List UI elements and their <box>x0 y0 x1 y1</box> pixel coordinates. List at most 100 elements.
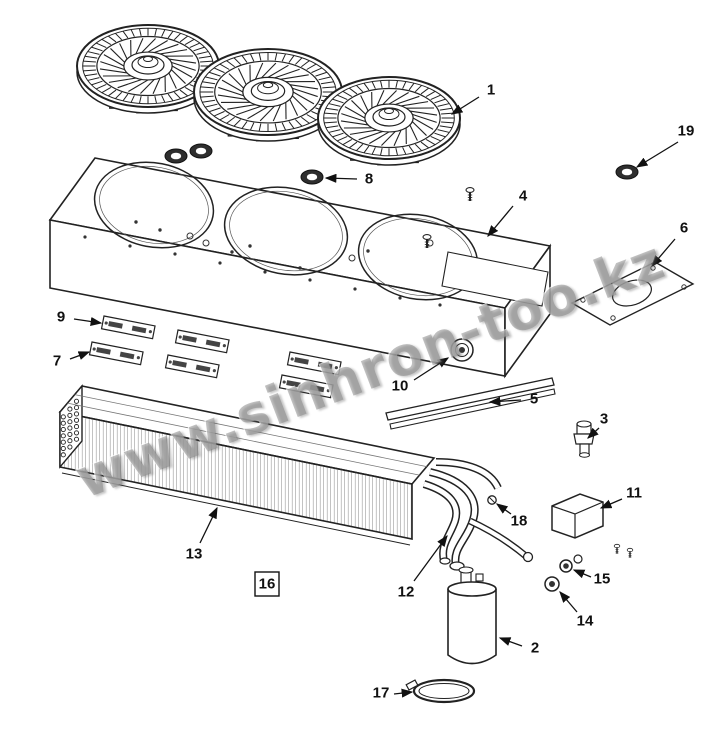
housing-rivets <box>83 220 442 307</box>
fan-blade <box>168 58 197 64</box>
callout: 19 <box>635 123 695 168</box>
fan-grille-spoke <box>122 93 129 102</box>
fan-grille-spoke <box>430 94 442 100</box>
callout-label: 19 <box>678 123 695 140</box>
fan-grille-spoke <box>189 42 201 48</box>
fan-blade <box>267 64 289 78</box>
callout-label: 7 <box>53 353 61 370</box>
strip-slot <box>119 351 135 360</box>
fan-blade <box>360 95 369 112</box>
fan-motor-cap <box>143 56 153 62</box>
tube-end <box>67 412 73 418</box>
fan-grille-spoke <box>154 28 158 37</box>
fan-blade <box>341 113 366 123</box>
fan-grille-spoke <box>425 139 436 146</box>
fan-grille-spoke <box>249 122 255 131</box>
fan-grille-spoke <box>200 86 214 89</box>
strip-hole <box>326 389 330 393</box>
mounting-strip <box>278 374 334 399</box>
callout-label: 17 <box>373 685 390 702</box>
fan-blade <box>100 61 125 71</box>
fan-grille-spoke <box>173 32 182 41</box>
fan-grille-spoke <box>173 91 182 100</box>
grommet-hole <box>306 173 318 181</box>
fan-blade <box>292 91 315 105</box>
fan-motor-cap <box>262 81 274 89</box>
fan-blade <box>247 106 269 120</box>
callout: 15 <box>572 569 610 588</box>
fan-grille-spoke <box>288 55 295 63</box>
callout-leader <box>450 96 480 115</box>
tube-end <box>73 398 80 404</box>
tube-end <box>60 420 66 426</box>
fan-blade <box>237 68 247 85</box>
fan-grille-spoke <box>441 121 454 124</box>
fitting-15-hole <box>563 563 569 569</box>
fan-grille-spoke <box>200 95 214 98</box>
callout-box <box>254 571 280 597</box>
callout: 16 <box>254 571 280 597</box>
tube-end <box>73 405 80 411</box>
tube-end <box>73 436 80 442</box>
fan-grille-spoke <box>91 80 103 86</box>
fan-grille-spoke <box>295 119 303 127</box>
fittings <box>544 554 583 592</box>
tube-end <box>67 444 73 450</box>
housing-end-panel <box>441 251 549 307</box>
fan-blade <box>292 87 318 98</box>
condenser-coil <box>58 384 436 546</box>
fan-grille-spoke <box>402 147 407 155</box>
fan-grille-spoke <box>281 122 287 131</box>
fan-blade <box>217 94 247 100</box>
mounting-strip <box>174 329 230 354</box>
fan-grille-spoke <box>434 132 446 138</box>
tube-fitting <box>439 557 451 565</box>
fan-blade <box>400 101 429 107</box>
strip-slot <box>172 360 187 368</box>
fan-grille-spoke <box>84 55 98 59</box>
callout-label: 10 <box>392 378 409 395</box>
strip-slot <box>182 335 197 343</box>
fan-blade <box>272 104 282 122</box>
fan-grille-spoke <box>161 29 166 37</box>
fan-ring-inner <box>96 35 200 97</box>
tube-end <box>60 433 66 439</box>
fan-grille-spoke <box>434 98 446 104</box>
fan-grille-spoke <box>439 107 453 111</box>
callout-leader <box>495 503 512 515</box>
pressure-switch <box>573 420 595 458</box>
fan-assembly <box>76 24 220 114</box>
fan-opening-inner <box>99 165 209 245</box>
fan-grille-spoke <box>363 82 370 91</box>
fan-blade <box>259 105 275 122</box>
fan-grille-spoke <box>83 60 96 63</box>
callout-label: 2 <box>531 640 539 657</box>
fan-blade <box>369 131 390 144</box>
fan-grille-spoke <box>101 38 112 45</box>
fan-grille-spoke <box>402 81 407 89</box>
fan-blade <box>135 38 144 55</box>
fan-blade <box>228 73 245 89</box>
fan-blade <box>103 54 125 67</box>
callout-leader <box>488 396 522 406</box>
callout-leader <box>487 205 514 237</box>
mounting-strip <box>88 341 144 366</box>
fan-grille-spoke <box>336 94 348 100</box>
fan-grille-spoke <box>161 95 166 103</box>
fan-grille-spoke <box>107 89 117 97</box>
fan-blade <box>261 62 277 79</box>
fan-grille-spoke <box>233 119 241 127</box>
callout: 10 <box>392 357 450 395</box>
tube-end <box>60 414 66 420</box>
fan-grille-spoke <box>408 82 415 91</box>
fan-grille-spoke <box>241 121 248 129</box>
fan-blade <box>108 77 137 83</box>
strip-slot <box>108 321 123 329</box>
fan-grille-spoke <box>325 125 339 129</box>
cover-plate <box>570 261 695 326</box>
mounting-strip <box>164 354 220 379</box>
fan-grille-spoke <box>325 107 339 111</box>
fan-blade <box>411 121 427 136</box>
strip-body <box>100 315 156 340</box>
